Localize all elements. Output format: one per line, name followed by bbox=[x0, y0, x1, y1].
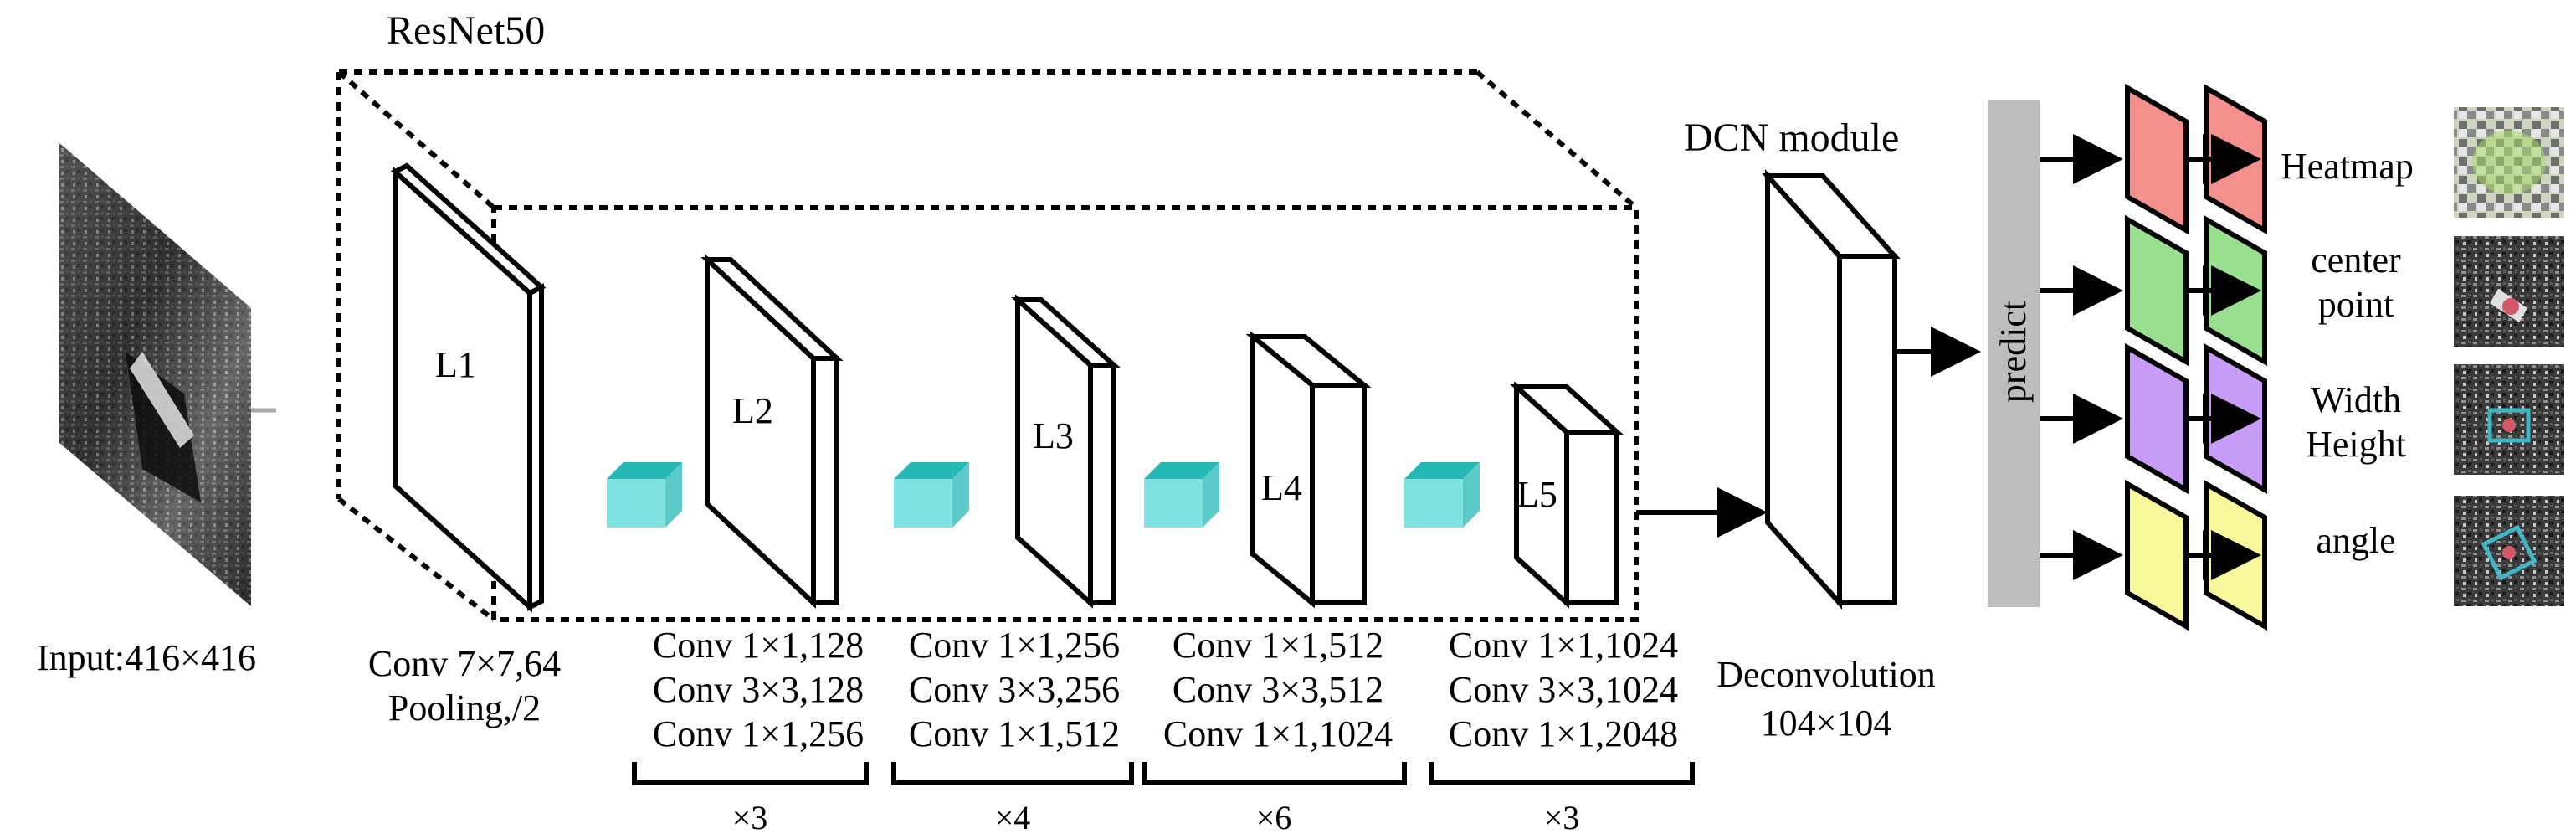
cube-top-face bbox=[894, 462, 969, 479]
repeat-brackets bbox=[632, 762, 1695, 785]
conv-stage-2-line-2: Conv 1×1,512 bbox=[909, 713, 1120, 754]
layer-l1-label: L1 bbox=[435, 344, 476, 385]
conv-stage-1-line-1: Conv 3×3,128 bbox=[653, 669, 864, 710]
head-label-center-line1: center bbox=[2311, 239, 2401, 281]
cube-side-face bbox=[1203, 462, 1219, 528]
dcn-title: DCN module bbox=[1684, 116, 1899, 160]
cube-front-face bbox=[894, 479, 952, 528]
conv-stage-3-line-0: Conv 1×1,512 bbox=[1173, 625, 1383, 666]
angle-thumbnail bbox=[2454, 496, 2564, 606]
center-point-thumbnail bbox=[2454, 236, 2564, 347]
cube-front-face bbox=[1144, 479, 1203, 528]
repeat-stage-1: ×3 bbox=[732, 799, 768, 836]
pool-cube-2 bbox=[894, 462, 969, 528]
layer-l5-label: L5 bbox=[1516, 474, 1557, 515]
head-label-heatmap: Heatmap bbox=[2281, 146, 2414, 187]
layer-l2-label: L2 bbox=[732, 390, 773, 431]
conv-stage-2-line-0: Conv 1×1,256 bbox=[909, 625, 1120, 666]
conv-stage-0-line-0: Conv 7×7,64 bbox=[368, 643, 561, 684]
cube-front-face bbox=[607, 479, 665, 528]
width-height-thumbnail bbox=[2454, 364, 2564, 475]
cube-top-face bbox=[1144, 462, 1219, 479]
head-label-wh-line1: Width bbox=[2311, 379, 2401, 420]
prediction-heads bbox=[2040, 83, 2267, 631]
conv-stage-3: Conv 1×1,512 Conv 3×3,512 Conv 1×1,1024 bbox=[1163, 625, 1393, 754]
conv-stage-4-line-2: Conv 1×1,2048 bbox=[1449, 713, 1678, 754]
input-label: Input:416×416 bbox=[37, 637, 256, 678]
layer-l1 bbox=[390, 162, 547, 613]
layer-l5 bbox=[1510, 381, 1624, 609]
dcn-caption-line2: 104×104 bbox=[1761, 703, 1892, 744]
layer-l3 bbox=[1011, 294, 1121, 609]
conv-stage-1: Conv 1×1,128 Conv 3×3,128 Conv 1×1,256 bbox=[653, 625, 864, 754]
pool-cube-4 bbox=[1404, 462, 1480, 528]
repeat-stage-2: ×4 bbox=[995, 799, 1031, 836]
layer-l4 bbox=[1245, 331, 1372, 609]
dcn-block bbox=[1762, 169, 1901, 610]
backbone-title: ResNet50 bbox=[387, 8, 545, 53]
conv-stage-4-line-0: Conv 1×1,1024 bbox=[1449, 625, 1678, 666]
pool-cube-1 bbox=[607, 462, 682, 528]
cube-side-face bbox=[952, 462, 969, 528]
head-label-angle: angle bbox=[2316, 520, 2395, 561]
layer-l2 bbox=[700, 254, 844, 609]
layer-l4-label: L4 bbox=[1261, 467, 1302, 508]
backbone-box bbox=[336, 69, 1639, 622]
conv-stage-4-line-1: Conv 3×3,1024 bbox=[1449, 669, 1678, 710]
head-label-center-line2: point bbox=[2318, 284, 2394, 325]
conv-stage-3-line-2: Conv 1×1,1024 bbox=[1163, 713, 1393, 754]
predict-bar bbox=[1988, 100, 2040, 607]
head-label-wh-line2: Height bbox=[2306, 424, 2406, 465]
cube-top-face bbox=[1404, 462, 1480, 479]
pool-cube-3 bbox=[1144, 462, 1219, 528]
cube-side-face bbox=[665, 462, 682, 528]
head-feature-map-1 bbox=[2125, 83, 2189, 235]
conv-stage-1-line-2: Conv 1×1,256 bbox=[653, 713, 864, 754]
conv-stage-2: Conv 1×1,256 Conv 3×3,256 Conv 1×1,512 bbox=[909, 625, 1120, 754]
head-feature-map-1 bbox=[2125, 342, 2189, 495]
head-feature-map-1 bbox=[2125, 479, 2189, 631]
dcn-caption-line1: Deconvolution bbox=[1716, 654, 1936, 695]
heatmap-thumbnail bbox=[2454, 107, 2564, 218]
conv-stage-2-line-1: Conv 3×3,256 bbox=[909, 669, 1120, 710]
cube-front-face bbox=[1404, 479, 1463, 528]
conv-stage-4: Conv 1×1,1024 Conv 3×3,1024 Conv 1×1,204… bbox=[1449, 625, 1678, 754]
predict-label: predict bbox=[1993, 301, 2034, 403]
cube-side-face bbox=[1463, 462, 1480, 528]
conv-stage-3-line-1: Conv 3×3,512 bbox=[1173, 669, 1383, 710]
layer-l3-label: L3 bbox=[1033, 415, 1074, 456]
repeat-stage-4: ×3 bbox=[1544, 799, 1580, 836]
input-image bbox=[59, 142, 276, 606]
conv-stage-1-line-0: Conv 1×1,128 bbox=[653, 625, 864, 666]
repeat-stage-3: ×6 bbox=[1256, 799, 1292, 836]
head-feature-map-1 bbox=[2125, 214, 2189, 367]
conv-stage-0-line-1: Pooling,/2 bbox=[388, 687, 541, 728]
cube-top-face bbox=[607, 462, 682, 479]
conv-stage-0: Conv 7×7,64 Pooling,/2 bbox=[368, 643, 561, 728]
